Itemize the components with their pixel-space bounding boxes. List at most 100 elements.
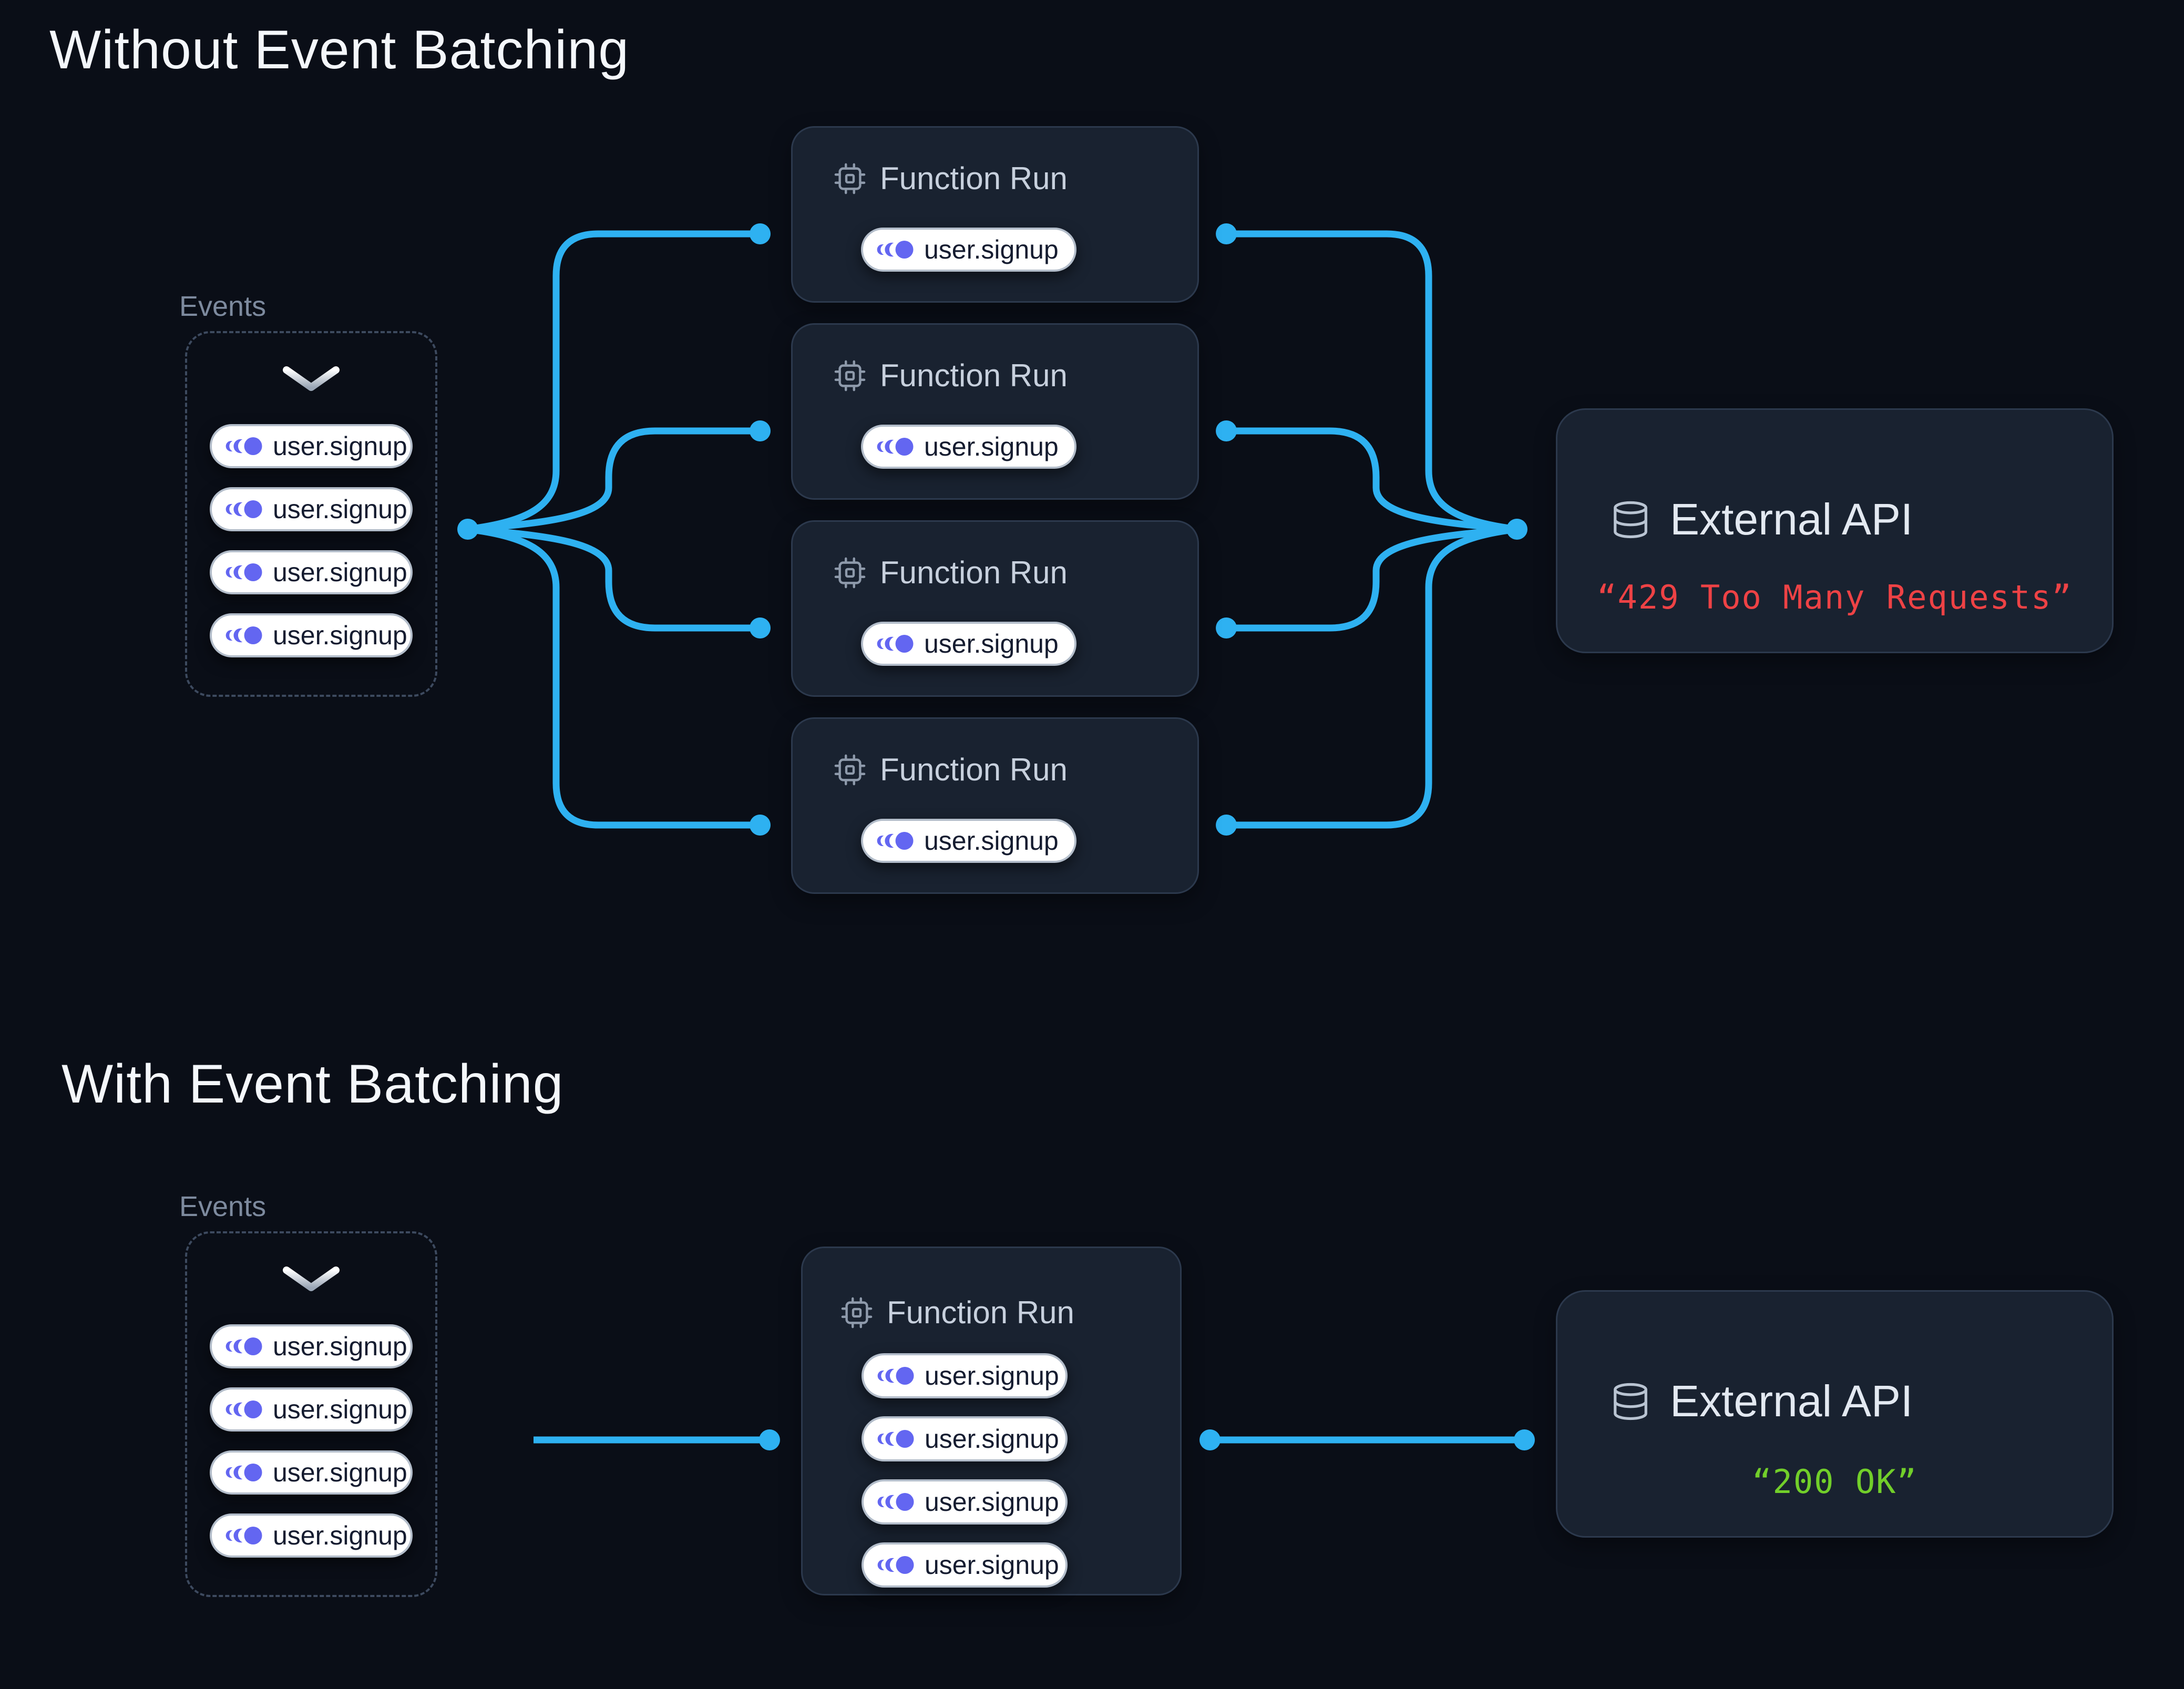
function-run-title: Function Run <box>880 752 1068 787</box>
function-run-title: Function Run <box>880 161 1068 196</box>
connector-merge-2 <box>1226 427 1517 533</box>
event-pill-label: user.signup <box>924 826 1059 856</box>
event-pill-label: user.signup <box>924 432 1059 461</box>
connector-dot <box>457 519 478 540</box>
event-pill: user.signup <box>210 487 413 531</box>
events-box: user.signup user.signup user.signup user… <box>185 1231 437 1597</box>
event-pill: user.signup <box>210 1513 413 1558</box>
function-run-header: Function Run <box>834 357 1068 394</box>
event-pill: user.signup <box>862 1353 1068 1398</box>
connector-dot <box>1216 617 1237 638</box>
external-api-header: External API <box>1610 1376 1913 1427</box>
event-pulse-icon <box>877 1493 914 1511</box>
cpu-icon <box>834 359 866 392</box>
event-pulse-icon <box>225 1527 262 1544</box>
api-status-error: “429 Too Many Requests” <box>1597 578 2073 616</box>
connector-fanout-4 <box>467 526 760 829</box>
connector-dot <box>750 223 771 244</box>
function-run-card: Function Run user.signup <box>791 717 1199 894</box>
event-pill: user.signup <box>210 613 413 657</box>
event-pill: user.signup <box>210 1324 413 1368</box>
events-box: user.signup user.signup user.signup user… <box>185 331 437 697</box>
connector-fanout-3 <box>467 526 760 632</box>
function-run-title: Function Run <box>887 1295 1074 1330</box>
event-pill: user.signup <box>210 424 413 468</box>
event-pulse-icon <box>225 500 262 518</box>
events-label: Events <box>179 1191 266 1222</box>
event-pulse-icon <box>877 1556 914 1574</box>
event-pill: user.signup <box>210 1450 413 1495</box>
function-run-title: Function Run <box>880 358 1068 393</box>
connector-dot <box>750 420 771 441</box>
event-pill-label: user.signup <box>273 1395 407 1424</box>
event-pill-label: user.signup <box>273 1332 407 1361</box>
api-status-ok: “200 OK” <box>1752 1463 1918 1501</box>
event-pulse-icon <box>877 1367 914 1385</box>
event-pulse-icon <box>877 438 914 456</box>
event-pulse-icon <box>877 635 914 653</box>
event-pulse-icon <box>225 1464 262 1481</box>
connector-merge-1 <box>1226 230 1517 533</box>
cpu-icon <box>834 754 866 786</box>
database-icon <box>1610 1378 1651 1425</box>
cpu-icon <box>834 162 866 195</box>
connector-dot <box>750 617 771 638</box>
function-run-card: Function Run user.signup <box>791 520 1199 697</box>
event-pill: user.signup <box>861 622 1076 666</box>
event-pill: user.signup <box>862 1416 1068 1461</box>
event-pulse-icon <box>225 1400 262 1418</box>
event-pulse-icon <box>877 832 914 850</box>
function-run-card: Function Run user.signup user.signup use… <box>801 1247 1182 1595</box>
event-pill: user.signup <box>862 1542 1068 1588</box>
function-run-header: Function Run <box>834 751 1068 788</box>
connector-dot <box>759 1429 780 1450</box>
function-run-header: Function Run <box>834 160 1068 197</box>
event-pill-label: user.signup <box>925 1424 1059 1454</box>
function-run-title: Function Run <box>880 555 1068 590</box>
database-icon <box>1610 497 1651 543</box>
cpu-icon <box>840 1296 873 1329</box>
chevron-down-icon <box>281 364 341 395</box>
connector-merge-3 <box>1226 526 1517 632</box>
event-pill-label: user.signup <box>273 558 407 587</box>
event-pill-label: user.signup <box>925 1487 1059 1517</box>
section-title-without-batching: Without Event Batching <box>49 19 630 80</box>
function-run-header: Function Run <box>840 1294 1074 1331</box>
connector-dot <box>1514 1429 1535 1450</box>
connector-dot <box>1506 519 1527 540</box>
function-run-card: Function Run user.signup <box>791 126 1199 303</box>
event-pill-label: user.signup <box>924 629 1059 658</box>
connector-dot <box>750 815 771 836</box>
connector-dot <box>1216 815 1237 836</box>
external-api-card: External API “200 OK” <box>1556 1290 2114 1538</box>
connector-dot <box>1216 420 1237 441</box>
connector-merge-4 <box>1226 526 1517 829</box>
external-api-title: External API <box>1670 1376 1913 1426</box>
event-pulse-icon <box>225 626 262 644</box>
event-pulse-icon <box>877 241 914 259</box>
event-pill-label: user.signup <box>273 1521 407 1550</box>
event-pill-label: user.signup <box>273 495 407 524</box>
event-pill: user.signup <box>862 1479 1068 1525</box>
chevron-down-icon <box>281 1264 341 1295</box>
connector-fanout-1 <box>467 230 760 533</box>
event-pulse-icon <box>225 437 262 455</box>
event-pill: user.signup <box>210 550 413 594</box>
event-pill-label: user.signup <box>273 621 407 650</box>
event-pill-label: user.signup <box>925 1361 1059 1391</box>
external-api-header: External API <box>1610 494 1913 545</box>
event-pill-label: user.signup <box>925 1550 1059 1580</box>
event-pill-label: user.signup <box>273 1458 407 1487</box>
connector-dot <box>1199 1429 1221 1450</box>
event-pulse-icon <box>225 563 262 581</box>
function-run-header: Function Run <box>834 554 1068 591</box>
event-pill-label: user.signup <box>924 235 1059 264</box>
event-pulse-icon <box>877 1430 914 1448</box>
event-pulse-icon <box>225 1337 262 1355</box>
connector-dot <box>1216 223 1237 244</box>
event-pill: user.signup <box>210 1387 413 1431</box>
section-title-with-batching: With Event Batching <box>61 1054 564 1115</box>
external-api-title: External API <box>1670 495 1913 544</box>
function-run-card: Function Run user.signup <box>791 323 1199 500</box>
